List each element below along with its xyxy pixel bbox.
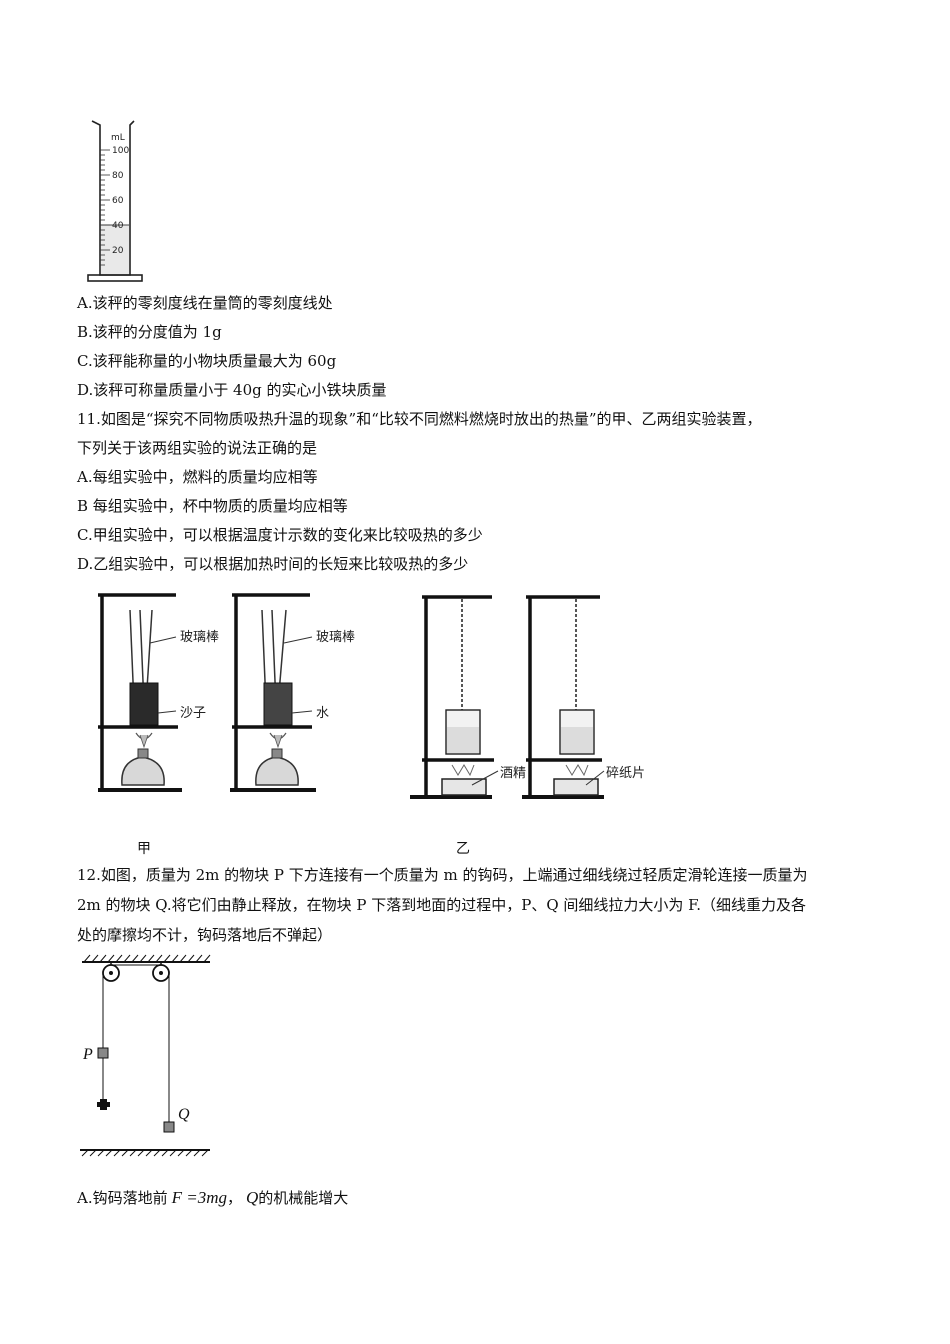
heating-apparatus-figure: 玻璃棒 沙子 玻璃棒 水 酒精 碎纸片 xyxy=(98,593,645,799)
q11-option-c: C.甲组实验中，可以根据温度计示数的变化来比较吸热的多少 xyxy=(77,526,483,544)
cylinder-tick: 60 xyxy=(112,196,124,206)
q12-option-a-formula: F =3mg xyxy=(171,1188,227,1207)
q12-option-a-var: Q xyxy=(246,1188,259,1207)
caption-yi: 乙 xyxy=(456,841,470,857)
q12-option-a-prefix: A.钩码落地前 xyxy=(77,1189,168,1207)
cylinder-unit: mL xyxy=(111,133,125,143)
q10-option-a: A.该秤的零刻度线在量筒的零刻度线处 xyxy=(77,294,333,312)
label-p: P xyxy=(82,1046,93,1063)
stand-alcohol xyxy=(410,595,494,799)
q11-option-b: B 每组实验中，杯中物质的质量均应相等 xyxy=(77,497,348,515)
label-sand: 沙子 xyxy=(180,706,206,721)
block-q xyxy=(163,1121,175,1133)
label-glass-rod: 玻璃棒 xyxy=(180,630,219,645)
label-glass-rod: 玻璃棒 xyxy=(316,630,355,645)
graduated-cylinder-figure: mL 100 80 60 40 20 xyxy=(87,120,143,282)
cylinder-tick: 100 xyxy=(112,146,129,156)
q11-option-d: D.乙组实验中，可以根据加热时间的长短来比较吸热的多少 xyxy=(77,555,469,573)
q12-option-a-sep: ， xyxy=(227,1189,243,1207)
q11-stem-line2: 下列关于该两组实验的说法正确的是 xyxy=(77,439,318,457)
q11-stem-line1: 11.如图是“探究不同物质吸热升温的现象”和“比较不同燃料燃烧时放出的热量”的甲… xyxy=(77,410,762,428)
stand-sand xyxy=(98,593,182,792)
cylinder-tick: 20 xyxy=(112,246,124,256)
q12-option-a-suffix: 的机械能增大 xyxy=(258,1189,349,1207)
q10-option-b: B.该秤的分度值为 1g xyxy=(77,323,222,341)
label-paper: 碎纸片 xyxy=(606,766,645,781)
cylinder-tick: 80 xyxy=(112,171,124,181)
q10-option-d: D.该秤可称量质量小于 40g 的实心小铁块质量 xyxy=(77,381,387,399)
q11-option-a: A.每组实验中，燃料的质量均应相等 xyxy=(77,468,318,486)
cylinder-tick: 40 xyxy=(112,221,124,231)
caption-jia: 甲 xyxy=(137,841,151,857)
q12-stem-line3: 处的摩擦均不计，钩码落地后不弹起） xyxy=(77,926,333,944)
pulley-figure: P Q xyxy=(80,954,211,1157)
q12-stem-line1: 12.如图，质量为 2m 的物块 P 下方连接有一个质量为 m 的钩码，上端通过… xyxy=(77,866,808,884)
q10-option-c: C.该秤能称量的小物块质量最大为 60g xyxy=(77,352,337,370)
stand-paper xyxy=(522,595,604,799)
block-p xyxy=(97,1047,109,1059)
q12-stem-line2: 2m 的物块 Q.将它们由静止释放，在物块 P 下落到地面的过程中，P、Q 间细… xyxy=(77,896,807,914)
label-q: Q xyxy=(178,1106,190,1123)
label-water: 水 xyxy=(316,706,329,721)
label-alcohol: 酒精 xyxy=(500,766,526,781)
stand-water xyxy=(230,593,316,792)
